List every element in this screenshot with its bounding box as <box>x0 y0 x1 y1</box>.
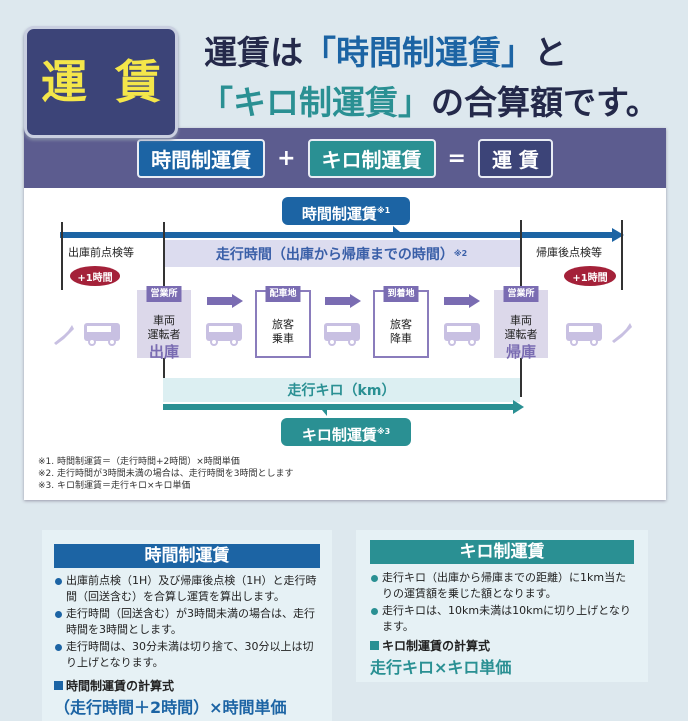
fare-pill: 運 賃 <box>477 138 553 178</box>
note-ref: ※3 <box>376 427 391 436</box>
time-fare-bubble: 時間制運賃※1 <box>282 197 410 225</box>
headline-km-fare: 「キロ制運賃」 <box>200 83 431 122</box>
box-text: 車両 <box>153 314 175 327</box>
box-text: 車両 <box>510 314 532 327</box>
note-ref: ※1 <box>376 206 391 215</box>
equation-bar: 時間制運賃 + キロ制運賃 = 運 賃 <box>24 128 666 188</box>
driving-time-band: 走行時間（出庫から帰庫までの時間）※2 <box>163 240 520 267</box>
bullet-item: 走行時間（回送含む）が3時間未満の場合は、走行時間を3時間とします。 <box>54 606 320 638</box>
bus-icon <box>324 323 360 346</box>
bullet-item: 走行時間は、30分未満は切り捨て、30分以上は切り上げとなります。 <box>54 639 320 671</box>
fare-diagram-panel: 時間制運賃 + キロ制運賃 = 運 賃 時間制運賃※1 走行時間（出庫から帰庫ま… <box>24 128 666 500</box>
footnote: ※2. 走行時間が3時間未満の場合は、走行時間を3時間とします <box>38 469 294 479</box>
box-text: 降車 <box>390 332 412 345</box>
card-title: 時間制運賃 <box>54 544 320 568</box>
headline-time-fare: 「時間制運賃」 <box>303 33 534 72</box>
post-check-label: 帰庫後点検等 <box>536 246 602 259</box>
dropoff-box: 到着地旅客降車 <box>373 286 429 358</box>
divider <box>621 220 623 290</box>
km-fare-bubble: キロ制運賃※3 <box>281 418 411 446</box>
bus-icon <box>206 323 242 346</box>
box-text: 乗車 <box>272 332 294 345</box>
wrench-icon <box>612 323 632 343</box>
formula-title: 時間制運賃の計算式 <box>54 677 320 694</box>
plus-sign: + <box>277 145 296 171</box>
headline-text: と <box>534 33 567 72</box>
wrench-icon <box>54 325 74 345</box>
arrow-right-icon <box>325 294 361 308</box>
box-text: 旅客 <box>272 318 294 331</box>
bus-icon <box>84 323 120 346</box>
plus-hour-badge: +1時間 <box>70 266 120 286</box>
km-fare-card: キロ制運賃 走行キロ（出庫から帰庫までの距離）に1km当たりの運賃額を乗じた額と… <box>356 530 648 682</box>
headline-line-2: 「キロ制運賃」の合算額です。 <box>200 76 659 124</box>
bullet-item: 走行キロ（出庫から帰庫までの距離）に1km当たりの運賃額を乗じた額となります。 <box>370 570 634 602</box>
time-arrow <box>60 226 624 242</box>
box-tag: 営業所 <box>503 286 539 302</box>
time-fare-pill: 時間制運賃 <box>137 138 266 178</box>
divider <box>61 222 63 290</box>
formula: （走行時間＋2時間）×時間単価 <box>54 698 287 717</box>
bus-icon <box>566 323 602 346</box>
box-tag: 営業所 <box>146 286 182 302</box>
km-fare-pill: キロ制運賃 <box>307 138 436 178</box>
bullet-item: 出庫前点検（1H）及び帰庫後点検（1H）と走行時間（回送含む）を合算し運賃を算出… <box>54 573 320 605</box>
km-arrow <box>163 400 524 416</box>
headline-text: の合算額です。 <box>431 83 659 122</box>
box-text: 運転者 <box>147 328 181 341</box>
box-big-text: 出庫 <box>148 343 179 361</box>
formula-title: キロ制運賃の計算式 <box>370 637 634 654</box>
driving-km-label: 走行キロ（km） <box>287 383 396 399</box>
box-text: 運転者 <box>504 328 538 341</box>
equals-sign: = <box>447 145 466 171</box>
pre-check-label: 出庫前点検等 <box>68 246 134 259</box>
box-tag: 配車地 <box>265 286 301 302</box>
box-big-text: 帰庫 <box>505 343 536 361</box>
bullet-list: 走行キロ（出庫から帰庫までの距離）に1km当たりの運賃額を乗じた額となります。 … <box>370 570 634 635</box>
headline-text: 運賃は <box>204 33 303 72</box>
formula: 走行キロ×キロ単価 <box>370 658 512 677</box>
note-ref: ※2 <box>453 249 468 258</box>
driving-km-band: 走行キロ（km） <box>163 378 520 402</box>
km-fare-label: キロ制運賃 <box>301 426 377 444</box>
depot-depart-box: 営業所車両運転者出庫 <box>137 286 191 361</box>
driving-time-label: 走行時間（出庫から帰庫までの時間） <box>215 246 454 263</box>
time-fare-card: 時間制運賃 出庫前点検（1H）及び帰庫後点検（1H）と走行時間（回送含む）を合算… <box>42 530 332 721</box>
bullet-item: 走行キロは、10km未満は10kmに切り上げとなります。 <box>370 603 634 635</box>
arrow-right-icon <box>207 294 243 308</box>
headline-line-1: 運賃は「時間制運賃」と <box>204 26 567 74</box>
bullet-list: 出庫前点検（1H）及び帰庫後点検（1H）と走行時間（回送含む）を合算し運賃を算出… <box>54 573 320 671</box>
bus-icon <box>444 323 480 346</box>
depot-return-box: 営業所車両運転者帰庫 <box>494 286 548 361</box>
pickup-box: 配車地旅客乗車 <box>255 286 311 358</box>
card-title: キロ制運賃 <box>370 540 634 564</box>
time-fare-label: 時間制運賃 <box>301 205 377 223</box>
box-tag: 到着地 <box>383 286 419 302</box>
box-text: 旅客 <box>390 318 412 331</box>
plus-hour-badge: +1時間 <box>564 266 616 286</box>
footnote: ※1. 時間制運賃＝（走行時間+2時間）×時間単価 <box>38 457 240 467</box>
footnote: ※3. キロ制運賃＝走行キロ×キロ単価 <box>38 481 191 491</box>
fare-badge: 運 賃 <box>24 26 178 138</box>
arrow-right-icon <box>444 294 480 308</box>
footnotes: ※1. 時間制運賃＝（走行時間+2時間）×時間単価 ※2. 走行時間が3時間未満… <box>38 456 293 492</box>
